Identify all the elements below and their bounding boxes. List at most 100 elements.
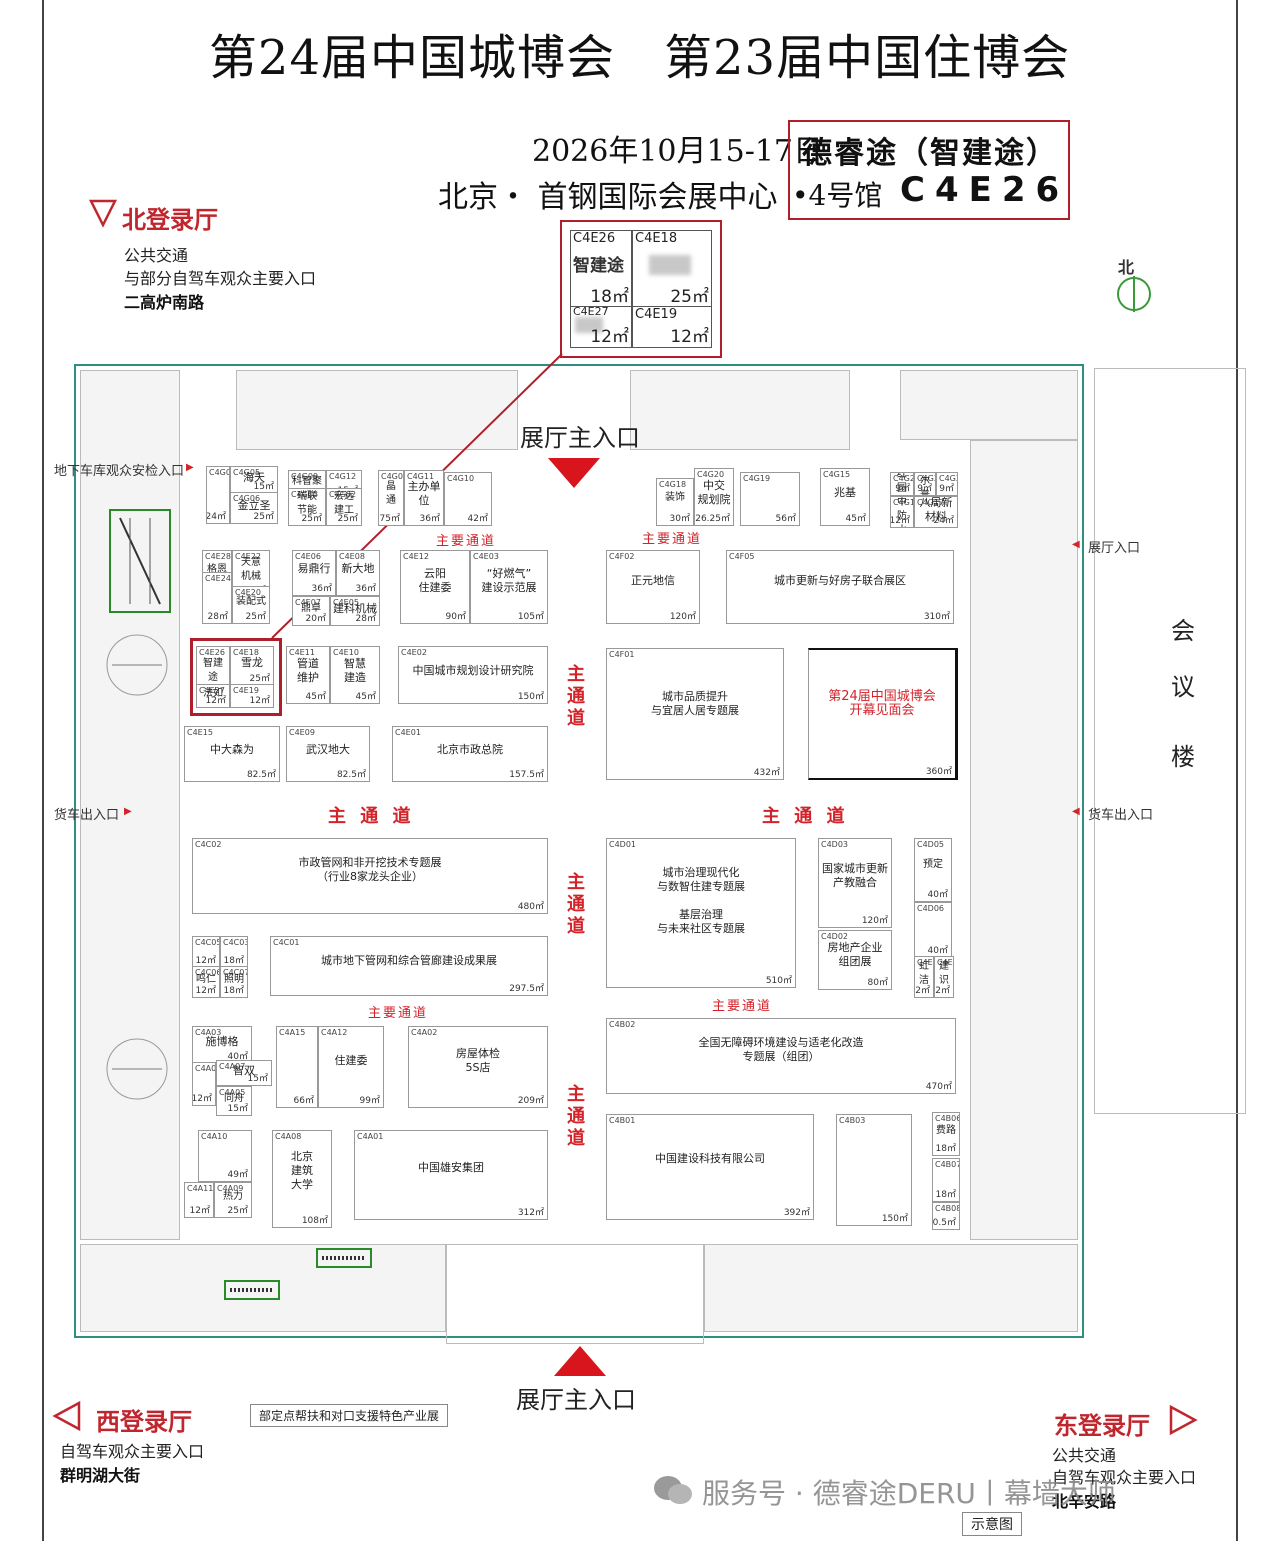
booth-name: 管道 维护 bbox=[297, 656, 319, 684]
inset-booth-c4e26[interactable]: C4E26 智建途 18㎡ bbox=[570, 230, 632, 308]
booth-c4b08[interactable]: C4B0810.5㎡ bbox=[932, 1202, 960, 1230]
booth-code: C4G10 bbox=[447, 474, 475, 483]
booth-c4a06[interactable]: C4A0612㎡ bbox=[192, 1062, 216, 1106]
booth-area: 28㎡ bbox=[207, 612, 228, 622]
booth-area: 12㎡ bbox=[205, 696, 226, 706]
booth-c4g07[interactable]: C4G0724㎡ bbox=[206, 466, 230, 524]
booth-c4g01[interactable]: C4G01晶 通18.75㎡ bbox=[378, 470, 404, 526]
booth-code: C4E26 bbox=[199, 648, 225, 657]
meeting-char: 会 bbox=[1171, 617, 1195, 645]
booth-c4g26[interactable]: C4G26索尔普9㎡ bbox=[914, 472, 936, 496]
booth-code: C4E02 bbox=[401, 648, 427, 657]
booth-code: C4E22 bbox=[235, 552, 261, 561]
booth-name: 天意 机械 bbox=[241, 557, 261, 583]
booth-area: 28㎡ bbox=[355, 614, 376, 624]
aisle-label: 主要通道 bbox=[642, 532, 703, 547]
booth-area: 12㎡ bbox=[890, 516, 910, 526]
booth-area: 45㎡ bbox=[355, 692, 376, 702]
stair-icon bbox=[106, 634, 168, 696]
booth-area: 40㎡ bbox=[227, 1052, 248, 1062]
booth-name: 建中 防水 bbox=[897, 496, 907, 527]
booth-code: C4C02 bbox=[195, 840, 222, 849]
compass-icon bbox=[1117, 276, 1151, 312]
booth-code: C4E06 bbox=[295, 552, 321, 561]
inset-booth-c4e19[interactable]: C4E19 12㎡ bbox=[632, 306, 712, 348]
booth-name: 热力 bbox=[223, 1191, 243, 1203]
booth-c4e11[interactable]: C4E11虹洁12㎡ bbox=[914, 956, 934, 998]
booth-area: 90㎡ bbox=[445, 612, 466, 622]
booth-name: 武汉地大 bbox=[306, 742, 350, 756]
booth-area: 105㎡ bbox=[517, 612, 544, 622]
booth-area: 18.75㎡ bbox=[379, 514, 400, 524]
booth-code: C4D06 bbox=[917, 904, 945, 913]
booth-c4e23[interactable]: C4E23建识12㎡ bbox=[934, 956, 954, 998]
booth-c4g16[interactable]: C4G16建中 防水12㎡ bbox=[890, 496, 914, 528]
inset-booth-c4e27[interactable]: C4E27 12㎡ bbox=[570, 305, 632, 348]
south-rooms-left bbox=[80, 1244, 446, 1332]
booth-c4g22[interactable]: C4G22红圆9㎡ bbox=[890, 472, 914, 496]
booth-c4g25[interactable]: C4G259㎡ bbox=[936, 472, 958, 496]
booth-code: C4E11 bbox=[289, 648, 315, 657]
